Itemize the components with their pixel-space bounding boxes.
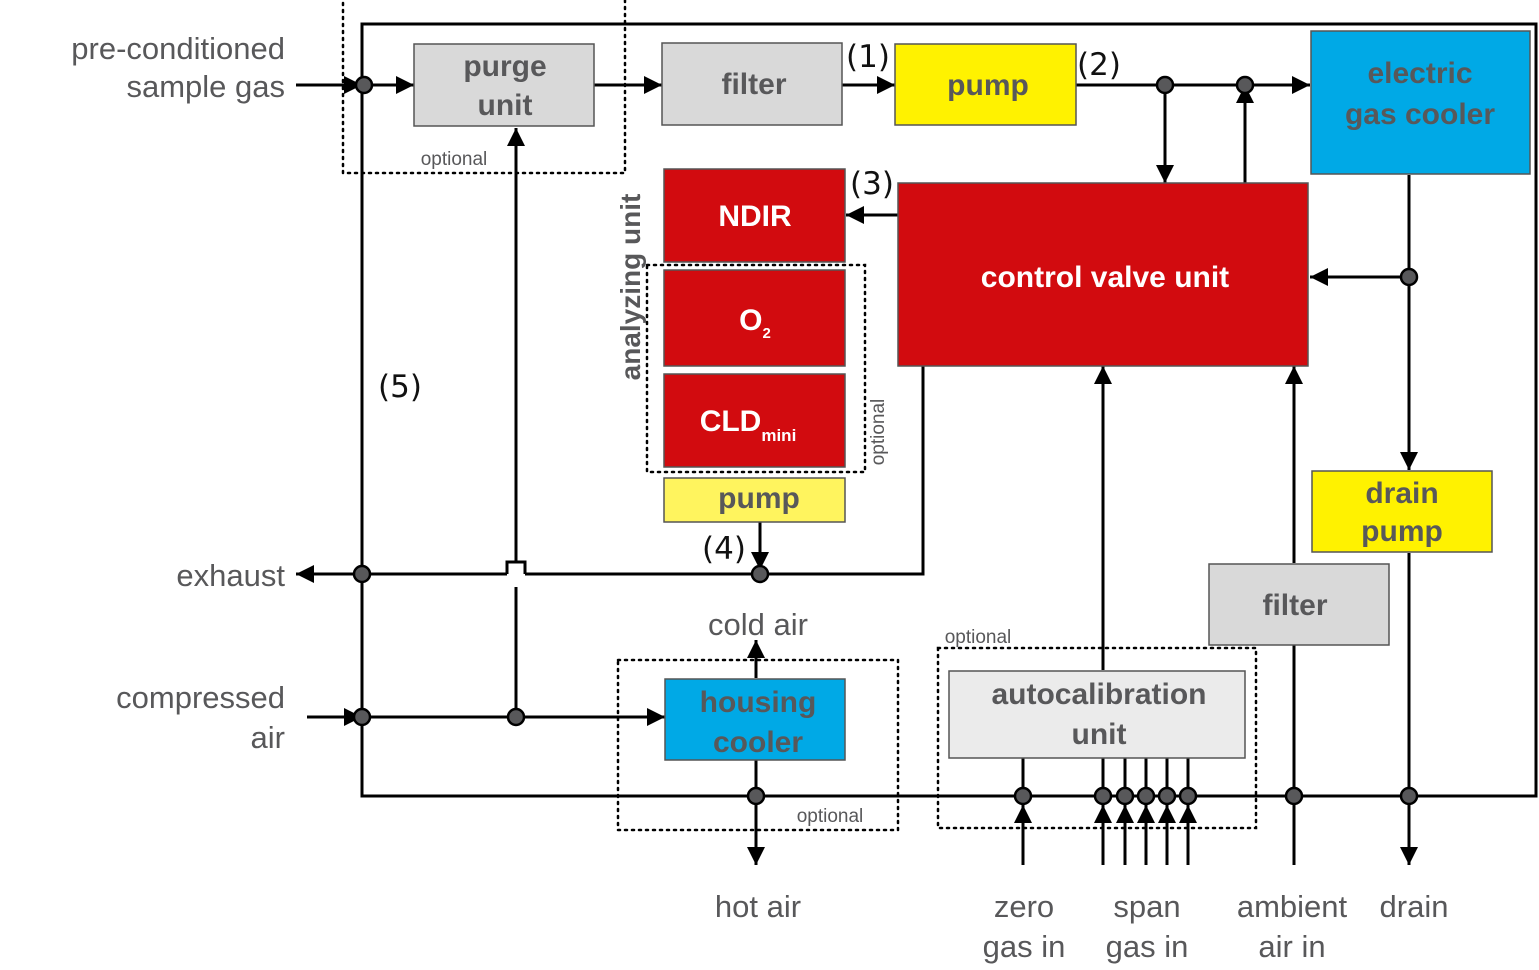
sample-gas-label-1: pre-conditioned	[71, 31, 285, 66]
analyzing-unit-label: analyzing unit	[615, 194, 646, 381]
pump-top-box	[894, 43, 1077, 126]
drain-label: drain	[1380, 889, 1449, 924]
ndir-label: NDIR	[718, 200, 792, 233]
autocal-label-2: unit	[1072, 718, 1127, 751]
analyzer-pump-label: pump	[718, 482, 800, 515]
control-valve-unit-box	[897, 182, 1309, 367]
electric-gas-cooler-box	[1310, 30, 1531, 175]
zero-gas-label-2: gas in	[983, 929, 1066, 964]
junction-nodes	[352, 75, 1419, 806]
analyzer-optional-label: optional	[868, 399, 889, 466]
filter-top-box	[661, 42, 843, 126]
housing-optional-region	[616, 658, 900, 832]
ambient-air-label-2: air in	[1258, 929, 1325, 964]
cld-label-sub: mini	[761, 426, 796, 445]
analyzer-pump-box	[663, 477, 846, 523]
drain-pump-label-2: pump	[1361, 515, 1443, 548]
zero-gas-label-1: zero	[994, 889, 1054, 924]
ambient-air-label-1: ambient	[1237, 889, 1348, 924]
marker-2: (2)	[1077, 47, 1121, 83]
o2-label: O2	[739, 304, 771, 342]
flow-lines	[296, 76, 1418, 865]
analyzer-enclosure	[360, 22, 1538, 798]
filter-right-box	[1208, 563, 1390, 646]
cld-mini-box	[663, 373, 846, 468]
control-valve-unit-label: control valve unit	[981, 261, 1229, 294]
marker-3: (3)	[850, 166, 894, 202]
pump-top-label: pump	[947, 69, 1029, 102]
gas-cooler-label-2: gas cooler	[1345, 98, 1495, 131]
purge-optional-label: optional	[421, 149, 488, 170]
compressed-air-label-1: compressed	[116, 680, 285, 715]
housing-cooler-label-1: housing	[700, 686, 817, 719]
o2-label-sub: 2	[763, 325, 771, 342]
o2-label-main: O	[739, 304, 762, 337]
autocalibration-unit-box	[948, 670, 1246, 759]
purge-unit-box	[413, 43, 595, 127]
sample-gas-label-2: sample gas	[126, 69, 285, 104]
marker-5: (5)	[378, 369, 422, 405]
hot-air-label: hot air	[715, 889, 801, 924]
span-gas-label-1: span	[1113, 889, 1180, 924]
marker-1: (1)	[846, 39, 890, 75]
filter-right-label: filter	[1262, 589, 1327, 622]
drain-pump-box	[1311, 470, 1493, 553]
purge-unit-label-2: unit	[478, 89, 533, 122]
o2-box	[663, 269, 846, 367]
autocal-optional-label: optional	[945, 627, 1012, 648]
span-gas-label-2: gas in	[1106, 929, 1189, 964]
housing-cooler-box	[664, 678, 846, 761]
housing-optional-label: optional	[797, 806, 864, 827]
autocal-label-1: autocalibration	[991, 678, 1206, 711]
cld-mini-label: CLDmini	[700, 405, 797, 445]
filter-top-label: filter	[721, 68, 786, 101]
compressed-air-label-2: air	[251, 720, 285, 755]
cld-label-main: CLD	[700, 405, 762, 438]
cold-air-label: cold air	[708, 607, 808, 642]
exhaust-label: exhaust	[176, 558, 285, 593]
autocal-optional-region	[936, 646, 1258, 830]
analyzer-optional-region	[645, 263, 867, 474]
gas-cooler-label-1: electric	[1367, 57, 1472, 90]
drain-pump-label-1: drain	[1365, 477, 1438, 510]
housing-cooler-label-2: cooler	[713, 726, 803, 759]
ndir-box	[663, 168, 846, 263]
purge-unit-label-1: purge	[463, 50, 546, 83]
marker-4: (4)	[702, 531, 746, 567]
